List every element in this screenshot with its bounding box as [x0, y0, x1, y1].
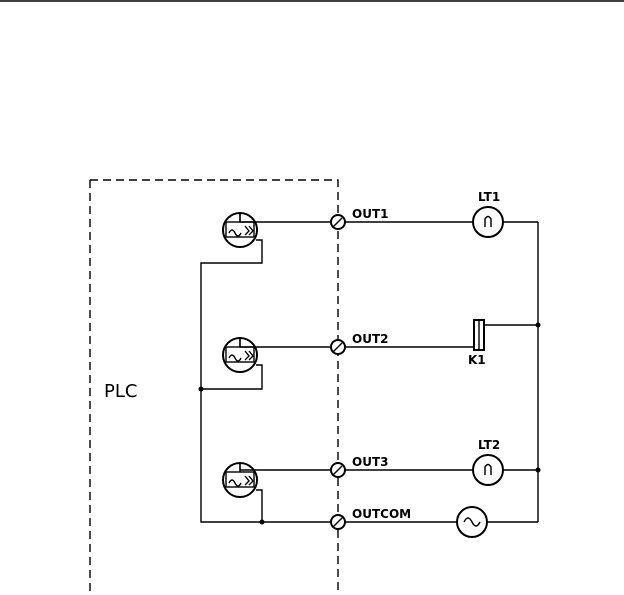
plc-label: PLC [104, 381, 137, 402]
relay-coil-k1-icon [473, 319, 485, 351]
lamp-lt1-icon [472, 206, 504, 238]
lamp-lt2-icon [472, 454, 504, 486]
terminal-label-out3: OUT3 [352, 455, 388, 469]
terminal-out1 [330, 214, 346, 230]
terminal-label-outcom: OUTCOM [352, 507, 411, 521]
terminal-label-out1: OUT1 [352, 207, 388, 221]
ac-source-icon [456, 506, 488, 538]
terminal-out3 [330, 462, 346, 478]
device-label-lt1: LT1 [478, 190, 500, 204]
plc-internal-wiring [198, 213, 330, 525]
terminal-label-out2: OUT2 [352, 332, 388, 346]
terminal-out2 [330, 339, 346, 355]
device-label-lt2: LT2 [478, 438, 500, 452]
device-label-k1: K1 [468, 353, 486, 367]
field-wiring [345, 221, 541, 523]
plc-boundary [89, 179, 339, 592]
terminal-outcom [330, 514, 346, 530]
